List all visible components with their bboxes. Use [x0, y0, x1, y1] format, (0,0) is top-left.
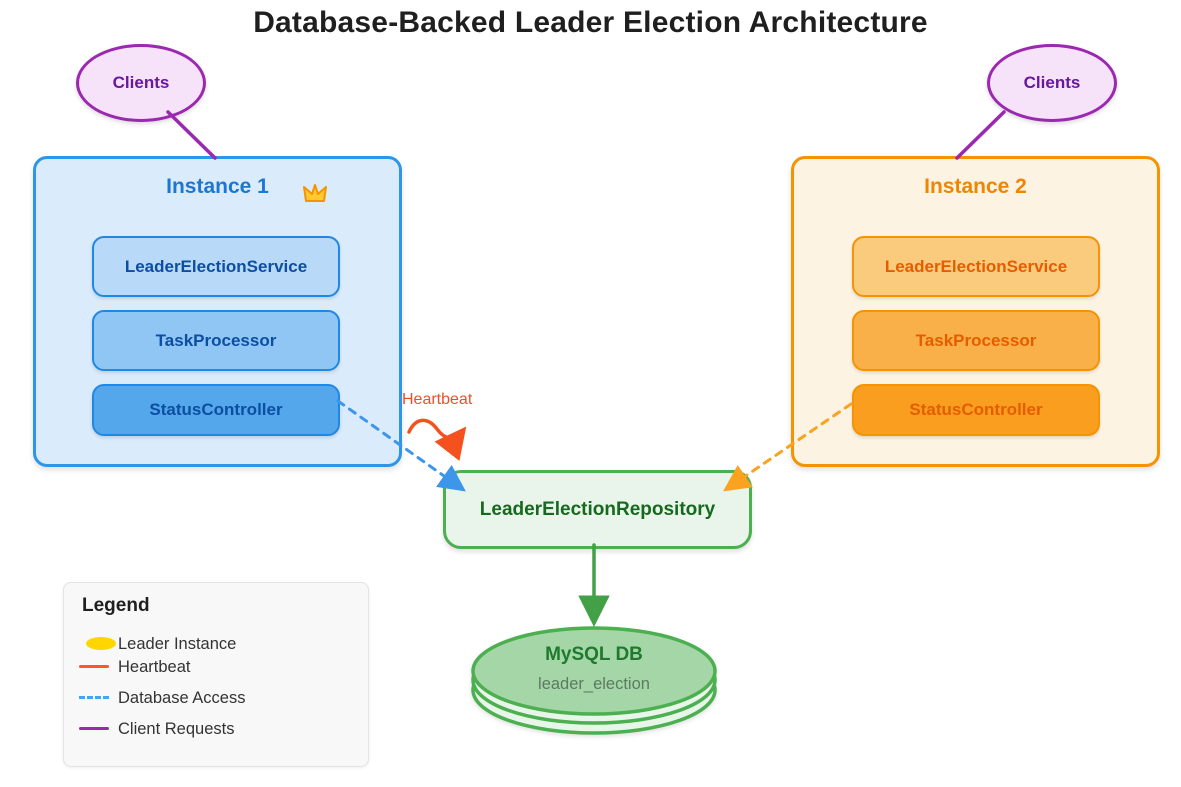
clients-node-left: Clients [76, 44, 206, 122]
instance2-status-controller: StatusController [852, 384, 1100, 436]
client-request-line-right [955, 110, 1006, 160]
legend-item-heartbeat: Heartbeat [64, 657, 368, 677]
database-schema: leader_election [538, 675, 650, 693]
purple-line-icon [79, 727, 109, 730]
legend-item-client-requests: Client Requests [64, 719, 368, 739]
legend-label: Heartbeat [118, 658, 191, 676]
db-access-line-instance1 [336, 399, 466, 492]
diagram-title: Database-Backed Leader Election Architec… [253, 6, 928, 39]
legend-label: Database Access [118, 689, 246, 707]
legend-box: Legend Leader Instance Heartbeat Databas… [63, 582, 369, 767]
crown-icon [303, 184, 327, 202]
dashed-line-icon [79, 696, 109, 699]
mysql-db-cylinder [471, 626, 717, 735]
instance2-leader-election-service: LeaderElectionService [852, 236, 1100, 297]
instance1-leader-election-service: LeaderElectionService [92, 236, 340, 297]
heartbeat-wave-arrow [407, 418, 467, 462]
instance2-task-processor: TaskProcessor [852, 310, 1100, 371]
instance-1-box: Instance 1 LeaderElectionService TaskPro… [33, 156, 402, 467]
client-request-line-left [166, 110, 217, 160]
legend-item-leader-instance: Leader Instance [64, 634, 368, 654]
instance-2-box: Instance 2 LeaderElectionService TaskPro… [791, 156, 1160, 467]
legend-label: Leader Instance [118, 635, 237, 653]
repository-label: LeaderElectionRepository [479, 498, 716, 520]
legend-label: Client Requests [118, 720, 235, 738]
database-name: MySQL DB [545, 644, 643, 665]
instance-1-title: Instance 1 [166, 175, 269, 198]
instance-2-title: Instance 2 [924, 175, 1027, 198]
leader-election-repository-box: LeaderElectionRepository [443, 470, 752, 549]
legend-title: Legend [82, 595, 150, 616]
legend-item-database-access: Database Access [64, 688, 368, 708]
heartbeat-label: Heartbeat [402, 391, 473, 408]
clients-node-right: Clients [987, 44, 1117, 122]
leader-dot-icon [86, 637, 116, 650]
instance1-task-processor: TaskProcessor [92, 310, 340, 371]
db-access-line-instance2 [723, 402, 853, 492]
clients-label: Clients [112, 73, 170, 92]
clients-label: Clients [1023, 73, 1081, 92]
instance1-status-controller: StatusController [92, 384, 340, 436]
heartbeat-line-icon [79, 665, 109, 668]
